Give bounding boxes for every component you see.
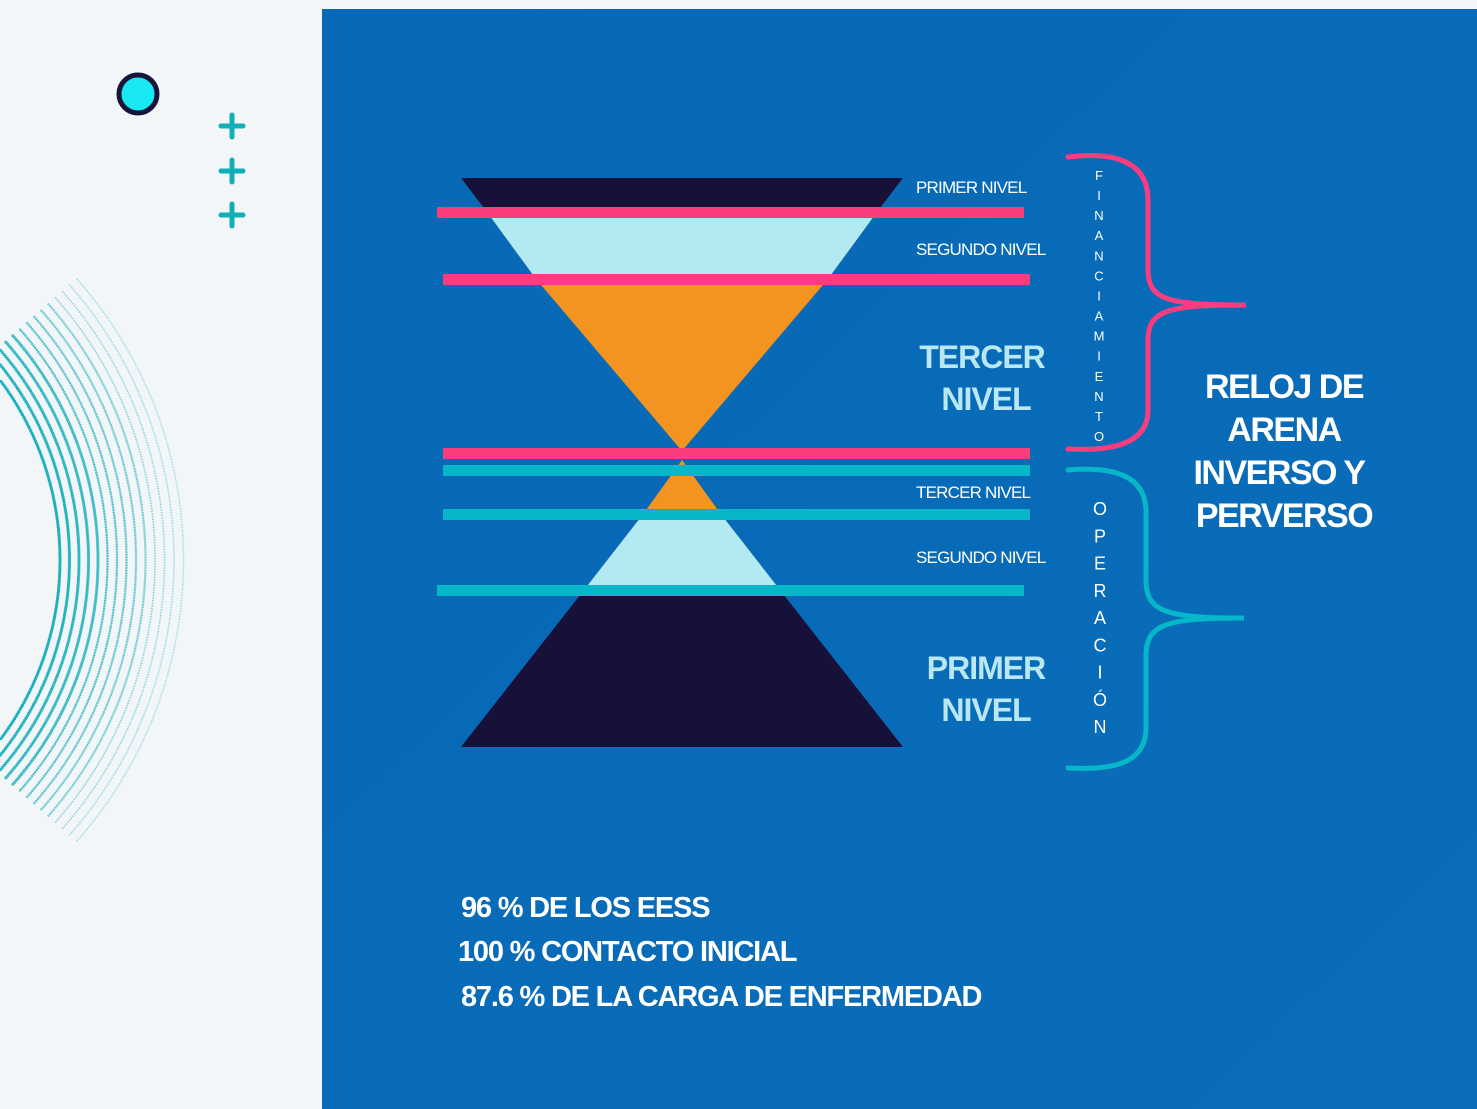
left-background	[0, 0, 322, 1109]
vertical-letter: M	[1094, 329, 1105, 344]
pink-divider-line	[443, 274, 1030, 285]
pink-divider-line	[443, 448, 1030, 459]
vertical-letter: E	[1094, 554, 1106, 574]
vertical-letter: A	[1094, 608, 1106, 628]
stat-line: 100 % CONTACTO INICIAL	[458, 936, 797, 968]
dotted-arcs-decoration	[0, 278, 185, 842]
vertical-letter: Ó	[1093, 689, 1107, 710]
title-line: INVERSO Y	[1193, 454, 1366, 492]
plus-icon	[218, 157, 246, 185]
vertical-letter: T	[1095, 409, 1103, 424]
vertical-letter: F	[1095, 168, 1103, 183]
title-line: RELOJ DE	[1205, 368, 1364, 406]
funding-level-label: PRIMER NIVEL	[916, 178, 1027, 197]
pink-divider-line	[437, 207, 1024, 218]
funding-second-level-band	[487, 212, 877, 279]
cyan-divider-line	[443, 509, 1030, 520]
vertical-letter: N	[1094, 389, 1103, 404]
cyan-divider-line	[437, 585, 1024, 596]
funding-big-label-line2: NIVEL	[941, 381, 1031, 417]
operation-first-level-band	[461, 590, 903, 747]
operation-level-label: TERCER NIVEL	[916, 483, 1030, 502]
vertical-letter: O	[1093, 499, 1107, 519]
plus-icon	[218, 201, 246, 229]
vertical-letter: I	[1097, 663, 1102, 683]
vertical-letter: C	[1094, 268, 1103, 283]
stat-line: 87.6 % DE LA CARGA DE ENFERMEDAD	[461, 981, 981, 1013]
vertical-letter: C	[1094, 635, 1107, 655]
vertical-letter: I	[1097, 188, 1101, 203]
vertical-letter: O	[1094, 429, 1104, 444]
vertical-letter: I	[1097, 349, 1101, 364]
vertical-letter: I	[1097, 289, 1101, 304]
vertical-letter: N	[1094, 208, 1103, 223]
operation-brace	[1065, 466, 1245, 771]
stat-line: 96 % DE LOS EESS	[461, 892, 710, 924]
operation-level-label: SEGUNDO NIVEL	[916, 548, 1046, 567]
vertical-letter: A	[1095, 228, 1104, 243]
operation-second-level-band	[584, 513, 780, 590]
funding-brace	[1065, 153, 1247, 452]
funding-level-label: SEGUNDO NIVEL	[916, 240, 1046, 259]
cyan-divider-line	[443, 465, 1030, 476]
operation-big-label-line1: PRIMER	[927, 650, 1046, 686]
funding-third-level-band	[536, 279, 828, 451]
operation-third-level-band	[644, 460, 720, 513]
vertical-letter: N	[1094, 248, 1103, 263]
circle-dot-icon	[116, 72, 160, 116]
title-line: PERVERSO	[1196, 497, 1373, 535]
title-line: ARENA	[1227, 411, 1341, 449]
plus-icon	[218, 112, 246, 140]
operation-big-label-line2: NIVEL	[941, 692, 1031, 728]
vertical-letter: E	[1095, 369, 1104, 384]
funding-big-label-line1: TERCER	[919, 339, 1045, 375]
vertical-letter: N	[1094, 717, 1107, 737]
funding-first-level-band	[461, 178, 903, 212]
vertical-letter: R	[1094, 581, 1107, 601]
vertical-letter: P	[1094, 526, 1106, 546]
vertical-letter: A	[1095, 309, 1104, 324]
